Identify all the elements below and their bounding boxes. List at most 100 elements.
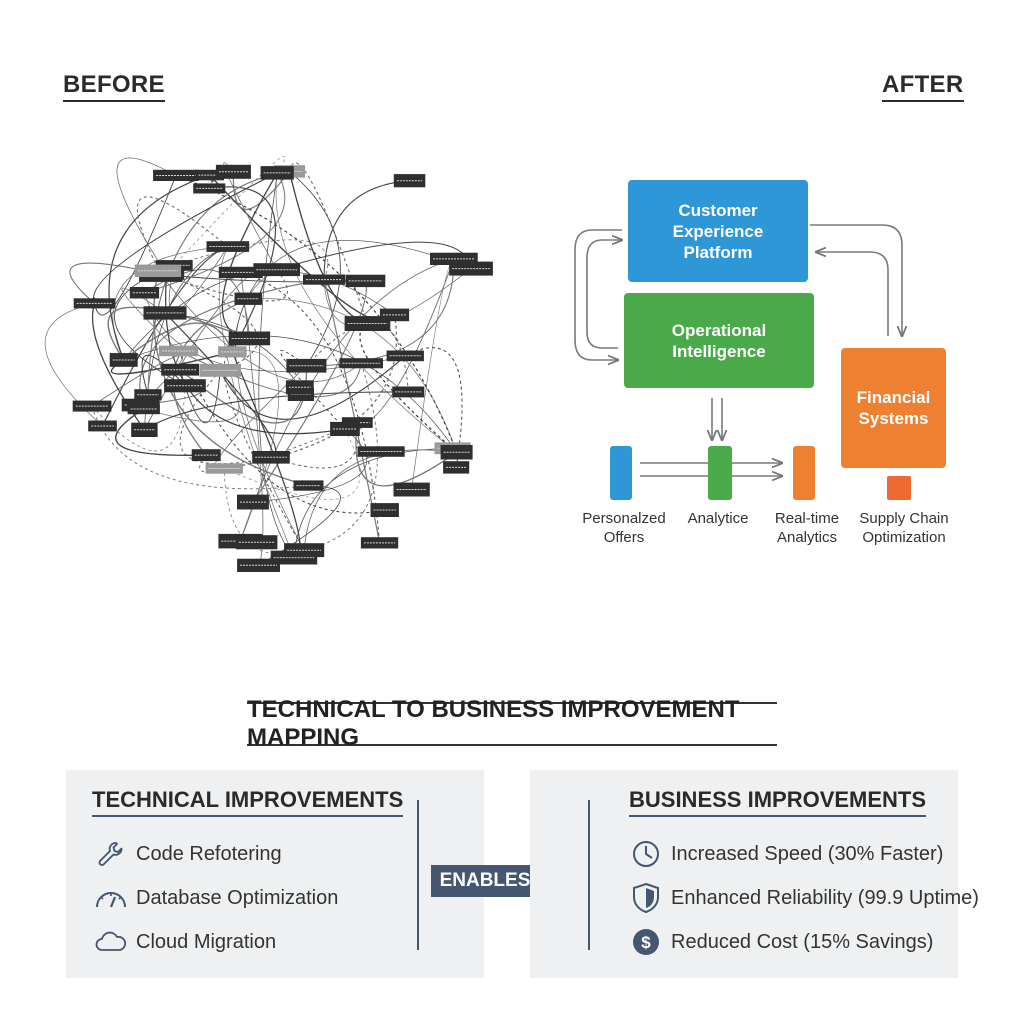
svg-text:$: $: [641, 933, 651, 952]
wrench-icon: [94, 837, 128, 871]
tech-item-cloud: Cloud Migration: [94, 925, 276, 959]
real-time-analytics-bar: [793, 446, 815, 500]
before-heading: BEFORE: [63, 72, 165, 102]
shield-icon: [629, 881, 663, 915]
tangle-node: [164, 379, 206, 393]
tangle-link: [303, 363, 379, 551]
personalized-offers-label: Personalzed Offers: [582, 510, 666, 546]
tangle-node: [195, 169, 224, 181]
diagram-canvas: [44, 156, 1024, 572]
tangle-link: [232, 350, 280, 542]
technical-panel: [66, 770, 484, 978]
financial-systems-box: Financial Systems: [841, 348, 946, 468]
tangle-link: [121, 287, 179, 352]
tangle-link: [147, 170, 290, 395]
tech-item-database: Database Optimization: [94, 881, 338, 915]
tangle-link: [89, 172, 278, 304]
operational-intelligence-box: Operational Intelligence: [624, 293, 814, 388]
tangle-node: [73, 298, 116, 309]
legacy-system-tangle: [44, 156, 493, 572]
biz-item-speed-label: Increased Speed (30% Faster): [671, 842, 944, 865]
financial-systems-label: Financial Systems: [856, 388, 931, 428]
biz-item-reliability: Enhanced Reliability (99.9 Uptime): [629, 881, 979, 915]
tangle-link: [123, 335, 457, 453]
tangle-link: [248, 298, 457, 453]
tangle-node: [191, 449, 221, 462]
biz-item-speed: Increased Speed (30% Faster): [629, 837, 943, 871]
biz-item-cost-label: Reduced Cost (15% Savings): [671, 930, 934, 953]
tangle-node: [218, 346, 247, 358]
gauge-icon: [94, 881, 128, 915]
tangle-link: [240, 271, 383, 544]
tangle-node: [330, 421, 360, 436]
technical-panel-title: TECHNICAL IMPROVEMENTS: [92, 788, 404, 817]
after-heading: AFTER: [882, 72, 964, 102]
tech-item-cloud-label: Cloud Migration: [136, 930, 277, 953]
tangle-link: [275, 172, 457, 453]
tangle-link: [69, 262, 161, 304]
tangle-node: [430, 252, 478, 265]
tangle-link: [175, 174, 458, 453]
tangle-link: [138, 279, 325, 410]
tangle-node: [199, 363, 241, 377]
customer-experience-label: Customer Experience Platform: [672, 200, 764, 262]
tangle-link: [322, 278, 381, 544]
supply-chain-label: Supply Chain Optimization: [859, 510, 949, 546]
tangle-link: [178, 350, 385, 514]
clock-icon: [629, 837, 663, 871]
tangle-link: [144, 172, 286, 294]
tangle-link: [303, 448, 458, 551]
tangle-link: [157, 239, 329, 280]
tangle-link: [94, 175, 177, 316]
tangle-link: [231, 240, 472, 352]
enables-label: ENABLES: [439, 870, 531, 891]
tangle-node: [215, 164, 251, 179]
tangle-node: [228, 331, 271, 346]
tangle-node: [253, 263, 300, 277]
tangle-link: [289, 171, 341, 367]
tangle-link: [405, 347, 463, 468]
business-panel-title: BUSINESS IMPROVEMENTS: [629, 788, 927, 817]
real-time-analytics-label: Real-time Analytics: [774, 510, 840, 546]
tangle-link: [160, 274, 362, 383]
personalized-offers-bar: [610, 446, 632, 500]
tangle-link: [179, 365, 308, 424]
tangle-link: [143, 391, 409, 431]
tangle-link: [280, 350, 346, 430]
technical-divider: [417, 800, 419, 950]
business-divider: [588, 800, 590, 950]
tech-item-code: Code Refotering: [94, 837, 282, 871]
tangle-link: [116, 157, 177, 275]
operational-intelligence-label: Operational Intelligence: [671, 320, 767, 361]
tangle-link: [101, 245, 228, 427]
tangle-link: [108, 174, 210, 361]
tangle-node: [235, 535, 278, 550]
tangle-link: [239, 258, 454, 542]
tangle-link: [252, 428, 367, 503]
tangle-link: [115, 408, 207, 457]
tangle-link: [166, 273, 259, 371]
tech-item-database-label: Database Optimization: [136, 886, 339, 909]
tangle-link: [219, 355, 406, 420]
tangle-node: [284, 543, 325, 558]
tangle-link: [223, 351, 305, 551]
tangle-node: [88, 420, 117, 432]
tangle-node: [370, 503, 399, 517]
biz-item-reliability-label: Enhanced Reliability (99.9 Uptime): [671, 886, 979, 909]
supply-chain-marker: [887, 476, 911, 500]
tangle-link: [162, 273, 346, 435]
tangle-link: [160, 269, 288, 302]
dollar-icon: $: [629, 925, 663, 959]
tangle-link: [107, 306, 250, 361]
analytics-label: Analytice: [687, 510, 749, 527]
business-panel: [530, 770, 958, 978]
tangle-node: [129, 287, 160, 299]
tangle-link: [123, 322, 234, 361]
tangle-node: [379, 308, 410, 322]
tangle-link: [209, 186, 276, 353]
analytics-bar: [708, 446, 732, 500]
tangle-node: [134, 264, 182, 277]
tangle-node: [357, 446, 405, 457]
mapping-title: TECHNICAL TO BUSINESS IMPROVEMENT MAPPIN…: [247, 696, 777, 751]
biz-item-cost: $ Reduced Cost (15% Savings): [629, 925, 933, 959]
